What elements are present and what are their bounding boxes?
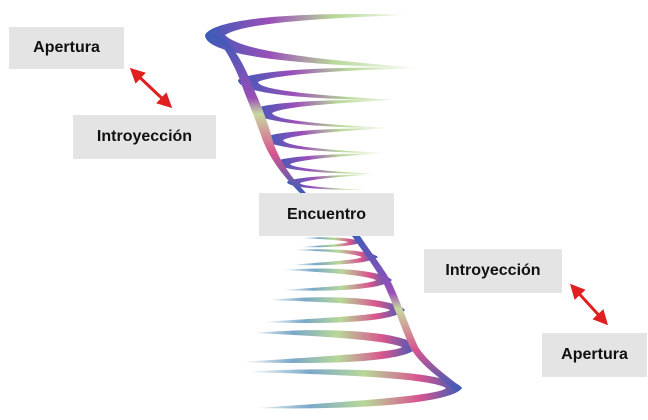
upper-loop-1 xyxy=(205,14,420,68)
lower-spiral xyxy=(240,237,462,409)
upper-loop-4 xyxy=(264,128,390,153)
lower-loop-2 xyxy=(290,249,378,266)
upper-spine xyxy=(205,34,306,194)
lower-spine xyxy=(348,228,462,390)
upper-spiral xyxy=(205,14,420,190)
bottom-double-arrow xyxy=(569,283,609,326)
lower-loop-6 xyxy=(245,369,462,409)
label-introyeccion-top: Introyección xyxy=(73,115,216,159)
upper-loop-5 xyxy=(275,153,385,174)
upper-loop-3 xyxy=(252,99,395,128)
upper-loop-6 xyxy=(287,174,375,190)
label-introyeccion-bottom: Introyección xyxy=(424,249,562,293)
top-double-arrow xyxy=(129,67,173,109)
upper-loop-2 xyxy=(238,67,420,100)
label-encuentro: Encuentro xyxy=(259,193,394,236)
lower-loop-3 xyxy=(280,268,392,291)
label-apertura-top: Apertura xyxy=(9,27,124,69)
lower-loop-1 xyxy=(300,237,362,248)
lower-loop-4 xyxy=(262,297,405,324)
label-apertura-bottom: Apertura xyxy=(542,333,647,377)
lower-loop-5 xyxy=(240,330,418,364)
